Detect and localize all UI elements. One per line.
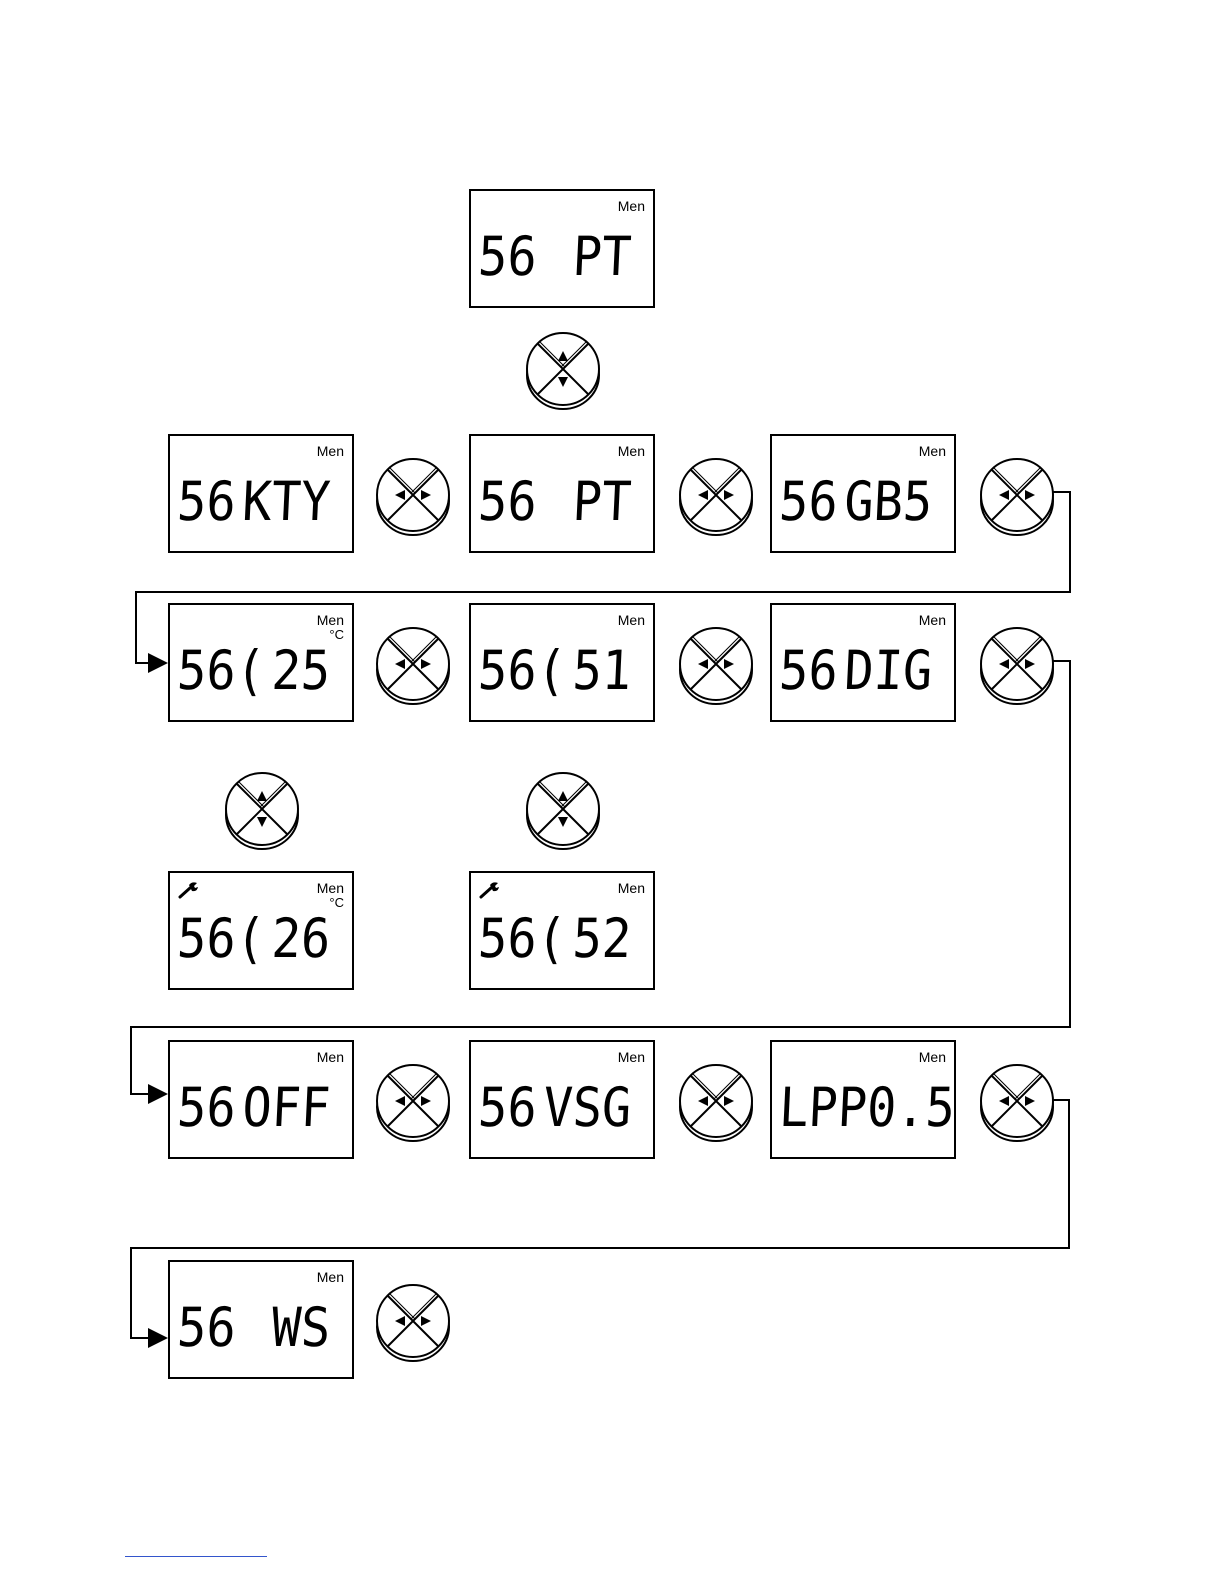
footnote-rule (125, 1556, 267, 1557)
segment-right-text: DIG (843, 644, 933, 698)
segment-left-text: LPP (778, 1081, 868, 1135)
segment-left-text: 56 (176, 1081, 237, 1135)
lcd-screen-off: Men 56 OFF (168, 1040, 354, 1159)
segment-right-text: GB5 (843, 475, 933, 529)
left-right-navigation-button-icon[interactable] (676, 457, 756, 537)
segment-left-text: 56 (176, 475, 237, 529)
lcd-screen-top-pt: Men 56 PT (469, 189, 655, 308)
segment-left-text: 56 (778, 475, 839, 529)
menu-indicator: Men (919, 1049, 946, 1065)
left-right-navigation-button-icon[interactable] (373, 1283, 453, 1363)
menu-indicator: Men (618, 880, 645, 896)
lcd-screen-s51: Men 56( 51 (469, 603, 655, 722)
lcd-screen-ws: Men 56 WS (168, 1260, 354, 1379)
left-right-navigation-button-icon[interactable] (373, 1063, 453, 1143)
segment-display: 56 WS (176, 1301, 332, 1355)
segment-left-text: 56 (176, 1301, 237, 1355)
wrench-icon (479, 881, 501, 899)
menu-indicator: Men (919, 443, 946, 459)
segment-left-text: 56( (477, 912, 567, 966)
segment-right-text: 52 (571, 912, 632, 966)
segment-right-text: OFF (241, 1081, 331, 1135)
menu-indicator: Men (317, 443, 344, 459)
menu-indicator: Men (919, 612, 946, 628)
segment-right-text: PT (571, 475, 632, 529)
segment-right-text: 51 (571, 644, 632, 698)
segment-display: 56( 26 (176, 912, 332, 966)
segment-right-text: VSG (542, 1081, 632, 1135)
segment-display: LPP 0.5 (778, 1081, 934, 1135)
segment-display: 56 DIG (778, 644, 934, 698)
up-down-navigation-button-icon[interactable] (523, 771, 603, 851)
menu-indicator: Men (317, 1269, 344, 1285)
left-right-navigation-button-icon[interactable] (373, 457, 453, 537)
lcd-screen-temp-25: Men °C 56( 25 (168, 603, 354, 722)
left-right-navigation-button-icon[interactable] (676, 626, 756, 706)
segment-right-text: 26 (270, 912, 331, 966)
segment-right-text: 25 (270, 644, 331, 698)
lcd-screen-gb5: Men 56 GB5 (770, 434, 956, 553)
segment-display: 56 VSG (477, 1081, 633, 1135)
segment-left-text: 56( (176, 644, 266, 698)
wrench-icon (178, 881, 200, 899)
menu-indicator: Men (618, 443, 645, 459)
segment-right-text: 0.5 (866, 1081, 956, 1135)
lcd-screen-kty: Men 56 KTY (168, 434, 354, 553)
left-right-navigation-button-icon[interactable] (373, 626, 453, 706)
lcd-screen-temp-26: Men °C 56( 26 (168, 871, 354, 990)
menu-indicator: Men (618, 1049, 645, 1065)
segment-display: 56( 25 (176, 644, 332, 698)
left-right-navigation-button-icon[interactable] (676, 1063, 756, 1143)
menu-indicator: Men (618, 198, 645, 214)
segment-display: 56 PT (477, 230, 633, 284)
menu-indicator: Men (317, 880, 344, 896)
segment-right-text: KTY (241, 475, 331, 529)
menu-indicator: Men (317, 612, 344, 628)
lcd-screen-lpp: Men LPP 0.5 (770, 1040, 956, 1159)
left-right-navigation-button-icon[interactable] (977, 457, 1057, 537)
segment-left-text: 56 (477, 1081, 538, 1135)
lcd-screen-s52: Men 56( 52 (469, 871, 655, 990)
segment-left-text: 56 (477, 475, 538, 529)
segment-right-text: PT (571, 230, 632, 284)
left-right-navigation-button-icon[interactable] (977, 1063, 1057, 1143)
segment-display: 56 OFF (176, 1081, 332, 1135)
lcd-screen-dig: Men 56 DIG (770, 603, 956, 722)
segment-display: 56 KTY (176, 475, 332, 529)
segment-left-text: 56( (477, 644, 567, 698)
left-right-navigation-button-icon[interactable] (977, 626, 1057, 706)
segment-left-text: 56( (176, 912, 266, 966)
up-down-navigation-button-icon[interactable] (523, 331, 603, 411)
up-down-navigation-button-icon[interactable] (222, 771, 302, 851)
segment-display: 56( 51 (477, 644, 633, 698)
segment-display: 56( 52 (477, 912, 633, 966)
lcd-screen-pt: Men 56 PT (469, 434, 655, 553)
segment-right-text: WS (270, 1301, 331, 1355)
lcd-screen-vsg: Men 56 VSG (469, 1040, 655, 1159)
menu-indicator: Men (317, 1049, 344, 1065)
segment-display: 56 PT (477, 475, 633, 529)
menu-indicator: Men (618, 612, 645, 628)
segment-left-text: 56 (477, 230, 538, 284)
segment-display: 56 GB5 (778, 475, 934, 529)
segment-left-text: 56 (778, 644, 839, 698)
